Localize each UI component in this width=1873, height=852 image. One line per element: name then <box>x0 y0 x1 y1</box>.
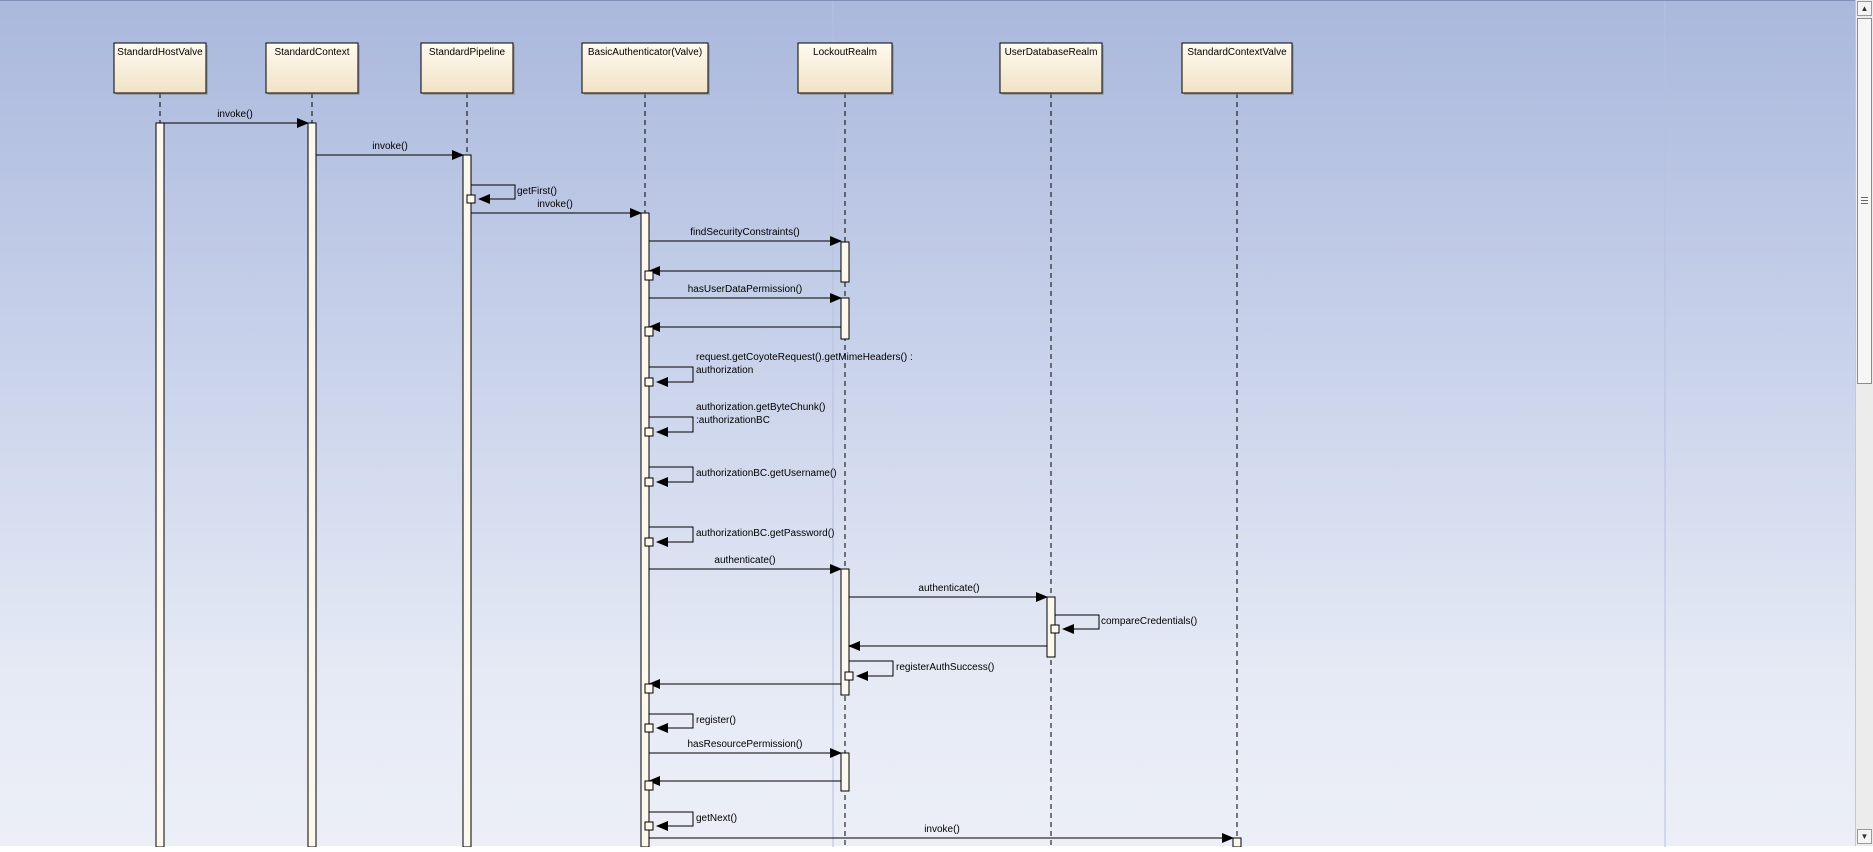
triangle-up-icon: ▲ <box>1860 4 1869 13</box>
self-message-arrow <box>1055 614 1100 634</box>
activation-bar <box>307 122 317 848</box>
lifeline-name: StandardContextValve <box>1187 47 1287 58</box>
message-label: invoke() <box>372 141 408 152</box>
activation-return-marker <box>644 780 654 791</box>
lifeline-name: StandardHostValve <box>117 47 203 58</box>
triangle-down-icon: ▼ <box>1860 832 1869 841</box>
activation-return-marker <box>644 326 654 337</box>
activation-return-marker <box>644 537 654 547</box>
lifeline-name: StandardPipeline <box>429 47 506 58</box>
activation-return-marker <box>644 723 654 733</box>
message-label: hasResourcePermission() <box>687 739 802 750</box>
message-label: authenticate() <box>918 583 979 594</box>
message-label: register() <box>696 715 736 726</box>
scroll-down-button[interactable]: ▼ <box>1857 829 1872 844</box>
self-message-arrow <box>849 660 894 681</box>
self-message-arrow <box>649 466 694 487</box>
activation-bar <box>840 568 850 696</box>
lifeline-name: UserDatabaseRealm <box>1005 47 1098 58</box>
vertical-scrollbar[interactable]: ▲ ▼ <box>1855 0 1873 846</box>
activation-bar <box>462 154 472 848</box>
message-label: authorizationBC.getUsername() <box>696 468 837 479</box>
message-label-line2: authorization <box>696 365 753 376</box>
message-label: hasUserDataPermission() <box>688 284 802 295</box>
message-label: compareCredentials() <box>1101 616 1197 627</box>
message-label: invoke() <box>924 824 960 835</box>
message-label: authorizationBC.getPassword() <box>696 528 834 539</box>
activation-return-marker <box>644 427 654 437</box>
lifeline-box-host[interactable] <box>113 42 207 94</box>
activation-bar <box>640 212 650 848</box>
lifeline-box-lock[interactable] <box>797 42 893 94</box>
self-message-arrow <box>471 184 516 204</box>
message-label: invoke() <box>217 109 253 120</box>
self-message-arrow <box>649 416 694 437</box>
message-label: authenticate() <box>714 555 775 566</box>
message-label-line2: :authorizationBC <box>696 415 770 426</box>
activation-return-marker <box>466 194 476 204</box>
message-label: getNext() <box>696 813 737 824</box>
self-message-arrow <box>649 811 694 831</box>
lifeline-box-udb[interactable] <box>999 42 1103 94</box>
activation-return-marker <box>644 683 654 694</box>
self-message-arrow <box>649 713 694 733</box>
activation-bar <box>840 241 850 283</box>
activation-bar <box>840 752 850 792</box>
grip-icon <box>1861 197 1868 204</box>
message-label: request.getCoyoteRequest().getMimeHeader… <box>696 352 913 363</box>
activation-return-marker <box>844 671 854 681</box>
message-label: getFirst() <box>517 186 557 197</box>
lifeline-name: LockoutRealm <box>813 47 877 58</box>
lifeline-box-cval[interactable] <box>1181 42 1293 94</box>
scroll-thumb[interactable] <box>1857 18 1872 384</box>
activation-return-marker <box>644 477 654 487</box>
activation-bar <box>840 297 850 340</box>
activation-bar <box>155 122 165 848</box>
message-label: invoke() <box>537 199 573 210</box>
lifeline-box-ctx[interactable] <box>265 42 359 94</box>
self-message-arrow <box>649 366 694 387</box>
message-label: findSecurityConstraints() <box>690 227 799 238</box>
lifeline-box-auth[interactable] <box>581 42 709 94</box>
lifeline-name: BasicAuthenticator(Valve) <box>588 47 702 58</box>
message-label: authorization.getByteChunk() <box>696 402 826 413</box>
lifeline-name: StandardContext <box>274 47 349 58</box>
activation-return-marker <box>1050 624 1060 634</box>
lifeline-box-pipe[interactable] <box>420 42 514 94</box>
activation-return-marker <box>644 377 654 387</box>
self-message-arrow <box>649 526 694 547</box>
scroll-up-button[interactable]: ▲ <box>1857 1 1872 16</box>
activation-return-marker <box>644 821 654 831</box>
message-label: registerAuthSuccess() <box>896 662 994 673</box>
activation-return-marker <box>644 270 654 281</box>
